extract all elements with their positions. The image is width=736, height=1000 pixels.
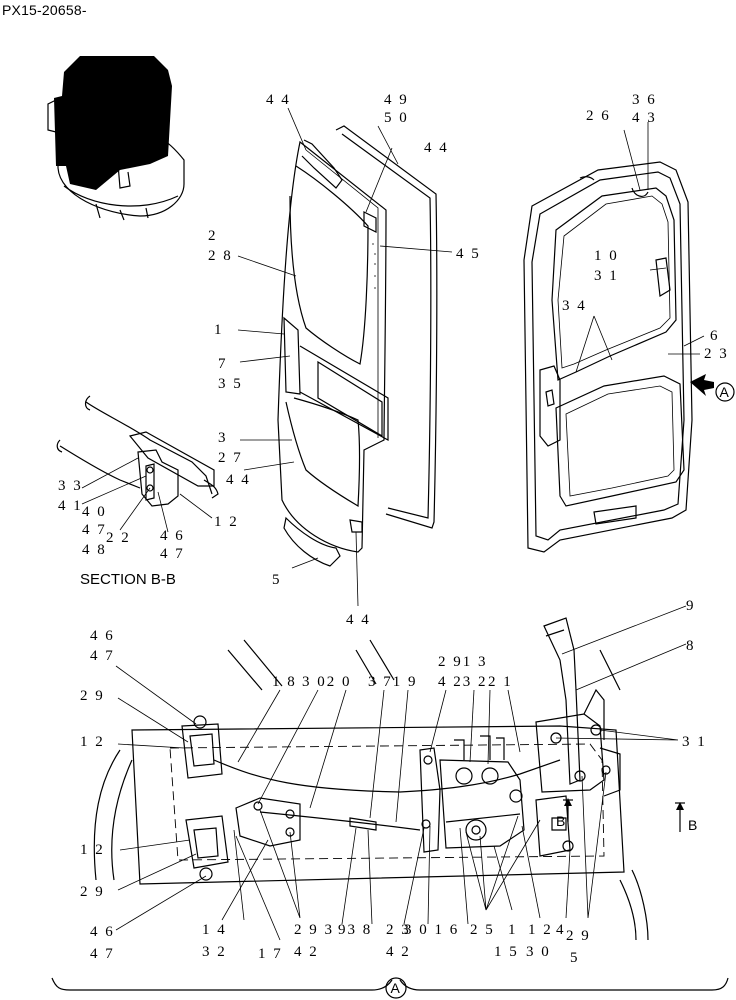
callout-30-16: 3 0 1 6 xyxy=(404,922,459,938)
view-a-marker-bottom: A xyxy=(391,980,401,996)
callout-10: 1 0 xyxy=(594,248,619,264)
callout-47-section: 4 7 xyxy=(82,522,107,538)
section-b-marker-right: B xyxy=(675,802,697,833)
cab-location-thumbnail xyxy=(47,56,185,221)
callout-36: 3 6 xyxy=(632,92,657,108)
callout-27: 2 7 xyxy=(218,450,243,466)
callout-46-upper: 4 6 xyxy=(90,628,115,644)
callout-40: 4 0 xyxy=(82,504,107,520)
callout-3: 3 xyxy=(218,430,228,446)
callout-29-upper: 2 9 xyxy=(80,688,105,704)
document-id: PX15-20658- xyxy=(2,2,87,18)
callout-50: 5 0 xyxy=(384,110,409,126)
callout-4: 4 xyxy=(556,922,566,938)
view-a-marker-top: A xyxy=(720,384,730,400)
callout-47-lower: 4 7 xyxy=(90,946,115,962)
callout-49: 4 9 xyxy=(384,92,409,108)
callout-25: 2 5 xyxy=(470,922,495,938)
section-b-label-left: B xyxy=(556,813,565,829)
callout-29-13: 2 91 3 xyxy=(438,654,488,670)
callout-48: 4 8 xyxy=(82,542,107,558)
view-a-bottom-brace: A xyxy=(51,977,729,999)
callout-6: 6 xyxy=(710,328,720,344)
callout-93-8: 93 8 xyxy=(338,922,372,938)
callout-23-lower: 2 3 xyxy=(386,922,411,938)
callout-43: 4 3 xyxy=(632,110,657,126)
callout-2: 2 xyxy=(208,228,218,244)
callout-33: 3 3 xyxy=(58,478,83,494)
section-b-label-right: B xyxy=(688,817,697,833)
callout-5-trim: 5 xyxy=(272,572,282,588)
callout-17: 1 7 xyxy=(258,946,283,962)
section-b-b-detail xyxy=(56,395,219,507)
callout-28: 2 8 xyxy=(208,248,233,264)
callout-12-upper: 1 2 xyxy=(80,734,105,750)
door-lock-assembly-view-a xyxy=(93,617,649,941)
callout-44-bottom: 4 4 xyxy=(346,612,371,628)
callout-47-upper: 4 7 xyxy=(90,648,115,664)
callout-18: 1 8 xyxy=(272,674,297,690)
callout-29-lower: 2 9 xyxy=(80,884,105,900)
door-inside-view xyxy=(523,161,693,553)
callout-1-lower: 1 xyxy=(508,922,518,938)
callout-8-handle: 8 xyxy=(686,638,696,654)
callout-23-door: 2 3 xyxy=(704,346,729,362)
callout-22: 2 2 xyxy=(106,530,131,546)
callout-7: 7 xyxy=(218,356,228,372)
callout-41: 4 1 xyxy=(58,498,83,514)
callout-1-door: 1 xyxy=(214,322,224,338)
callout-29-39: 2 9 3 xyxy=(294,922,334,938)
callout-21: 2 1 xyxy=(488,674,513,690)
callout-47-section-2: 4 7 xyxy=(160,546,185,562)
callout-37-19: 3 71 9 xyxy=(368,674,418,690)
callout-31-door: 3 1 xyxy=(594,268,619,284)
callout-35: 3 5 xyxy=(218,376,243,392)
callout-labels: 4 4 4 9 5 0 4 4 3 6 2 6 4 3 2 2 8 4 5 1 … xyxy=(58,92,729,966)
section-b-b-caption: SECTION B-B xyxy=(80,571,176,588)
callout-29-bottom: 2 9 xyxy=(566,928,591,944)
door-trim-strip xyxy=(283,516,341,567)
callout-44-seal: 4 4 xyxy=(424,140,449,156)
callout-34: 3 4 xyxy=(562,298,587,314)
callout-12-bottom: 1 2 xyxy=(528,922,553,938)
callout-44-lower: 4 4 xyxy=(226,472,251,488)
view-a-arrow: A xyxy=(690,374,735,402)
callout-42-32: 4 23 2 xyxy=(438,674,488,690)
callout-14: 1 4 xyxy=(202,922,227,938)
callout-46-lower: 4 6 xyxy=(90,924,115,940)
section-b-marker-left: B xyxy=(556,798,573,829)
callout-42-right: 4 2 xyxy=(386,944,411,960)
callout-26: 2 6 xyxy=(586,108,611,124)
callout-31-bracket: 3 1 xyxy=(682,734,707,750)
callout-30-bottom: 3 0 xyxy=(526,944,551,960)
callout-44-top: 4 4 xyxy=(266,92,291,108)
callout-12-lower: 1 2 xyxy=(80,842,105,858)
callout-5-bottom: 5 xyxy=(570,950,580,966)
callout-leaders xyxy=(81,107,705,941)
callout-15: 1 5 xyxy=(494,944,519,960)
callout-42-left: 4 2 xyxy=(294,944,319,960)
callout-45: 4 5 xyxy=(456,246,481,262)
callout-46-section: 4 6 xyxy=(160,528,185,544)
callout-30-20: 3 02 0 xyxy=(302,674,352,690)
door-front-view xyxy=(277,125,438,553)
callout-12-section: 1 2 xyxy=(214,514,239,530)
callout-9-handle: 9 xyxy=(686,598,696,614)
callout-32: 3 2 xyxy=(202,944,227,960)
